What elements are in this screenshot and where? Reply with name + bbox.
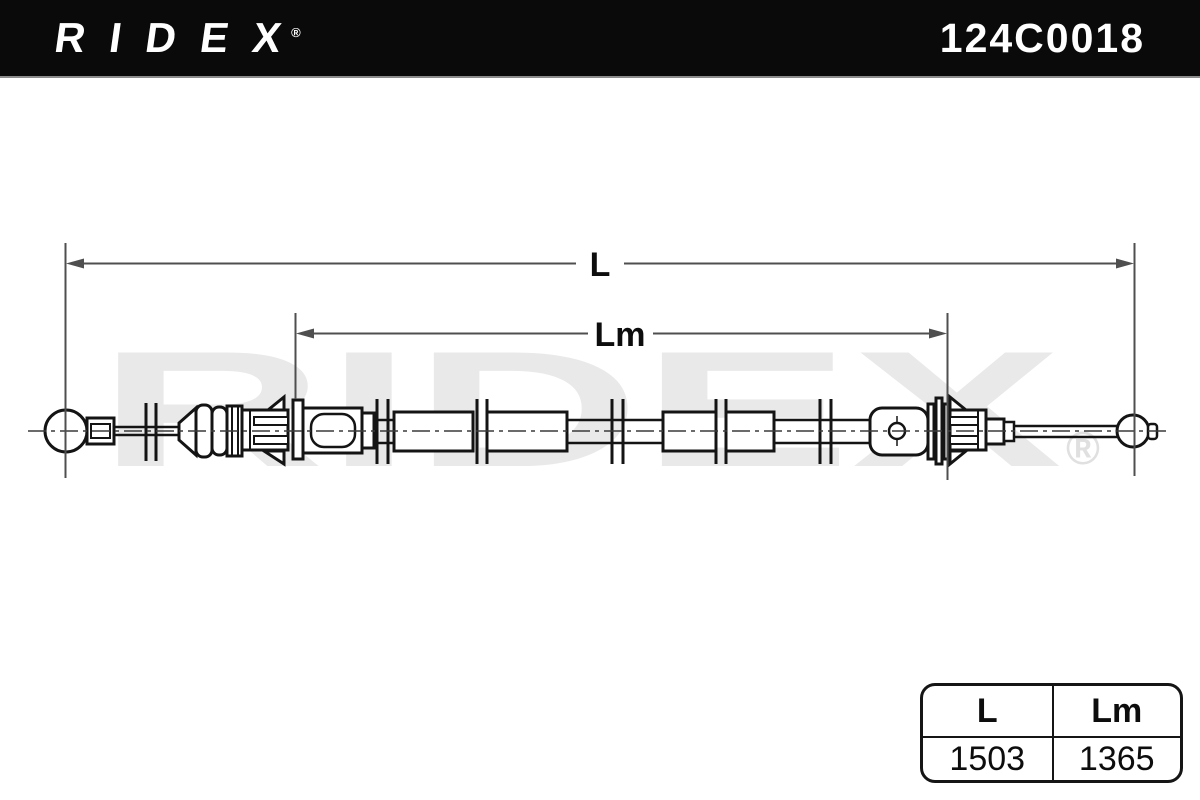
dimension-label-lm: Lm [595,316,646,354]
spec-table-header-lm: Lm [1051,686,1181,736]
brand-logo: RIDEX® [51,14,315,61]
spec-table-header-l: L [976,691,998,730]
spec-table-value-l: 1503 [923,736,1052,780]
dimension-label-l: L [590,246,611,284]
arrow-right-icon [1116,258,1134,269]
spec-table-value-lm: 1365 [1051,736,1180,780]
dimension-l [64,243,1136,478]
arrow-left-icon [66,258,84,269]
registered-trademark-icon: ® [291,25,301,40]
part-number: 124C0018 [939,14,1145,61]
arrow-right-icon [929,328,947,339]
boot-cone [177,404,198,459]
dimension-lm [294,313,949,480]
arrow-left-icon [296,328,314,339]
header-banner: RIDEX® 124C0018 [0,0,1200,78]
brand-logo-text: RIDEX [51,14,309,61]
spec-table: L Lm 1503 1365 [920,683,1183,783]
watermark-registered-icon: ® [1066,422,1100,474]
